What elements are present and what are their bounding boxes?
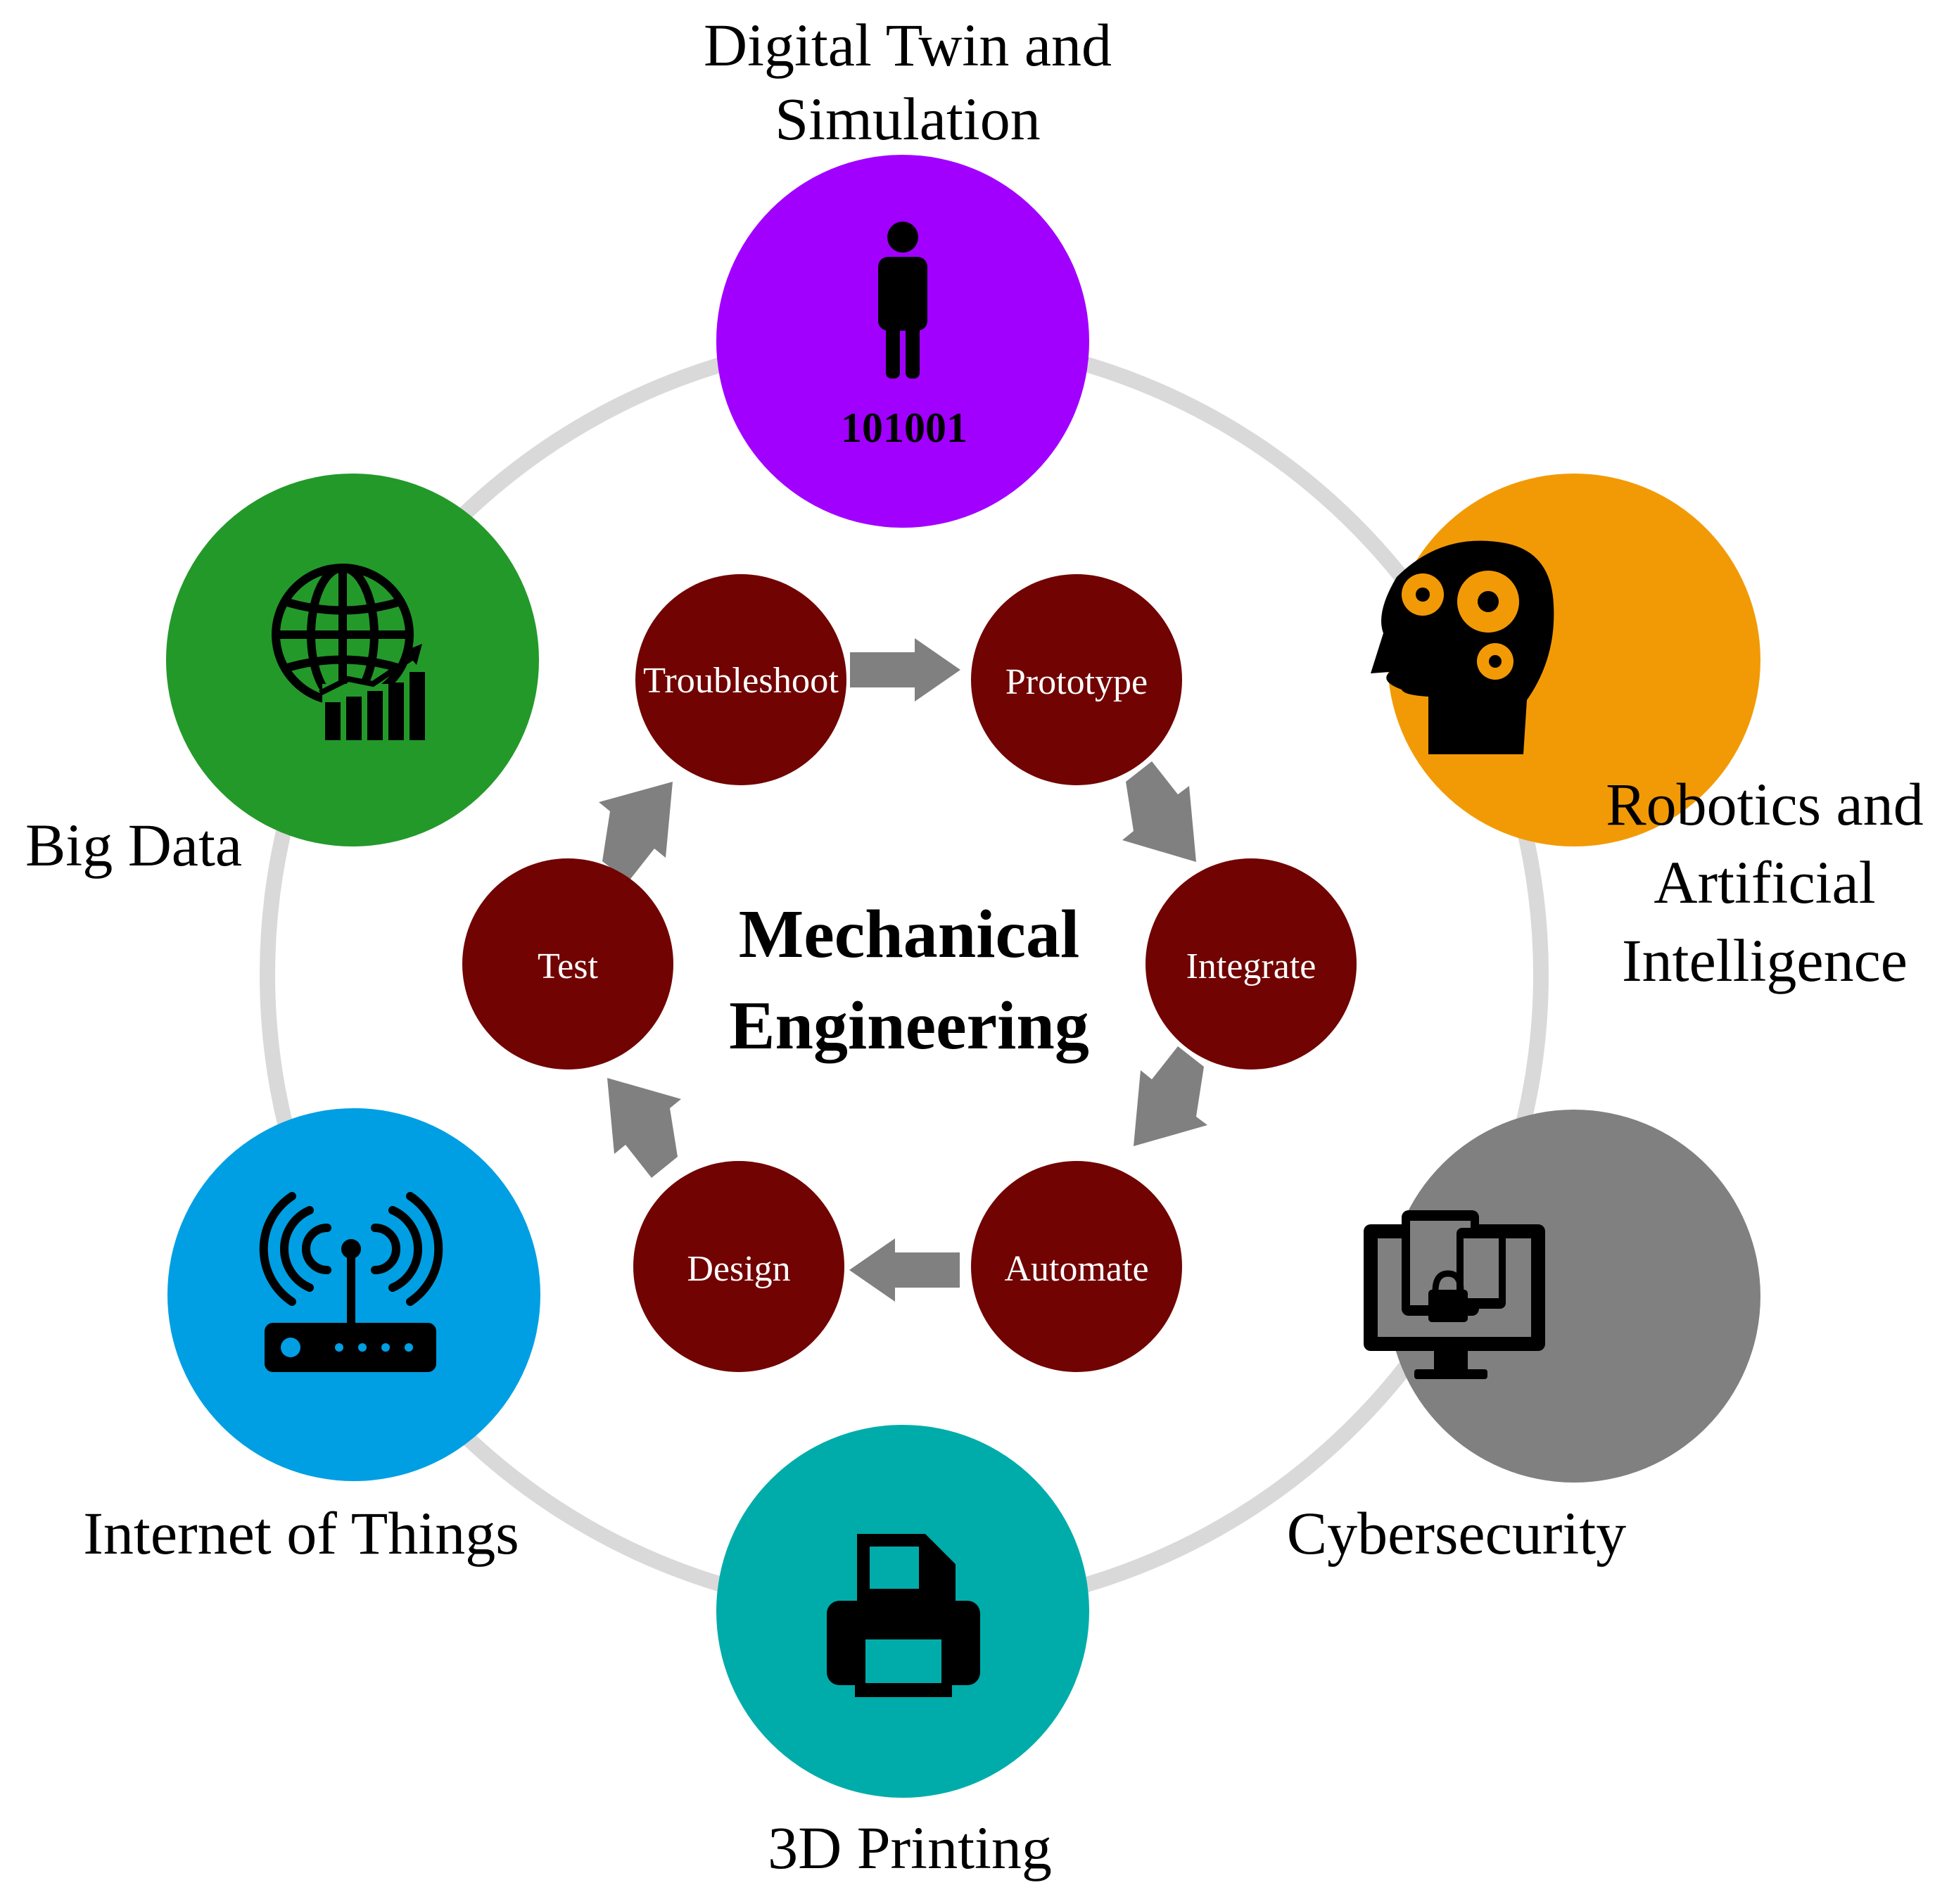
cycle-step-integrate: Integrate	[1145, 858, 1357, 1070]
arrow-design-to-test	[607, 1078, 681, 1178]
cybersecurity-circle	[1388, 1110, 1760, 1483]
step-label-prototype: Prototype	[1005, 662, 1148, 702]
printing-3d-label: 3D Printing	[768, 1814, 1052, 1881]
binary-code-text: 101001	[841, 405, 967, 451]
robotics-ai-node	[1371, 474, 1760, 846]
cycle-arrows	[599, 638, 1207, 1302]
arrow-prototype-to-integrate	[1122, 761, 1196, 862]
cycle-step-automate: Automate	[971, 1161, 1182, 1372]
step-label-test: Test	[538, 946, 598, 986]
digital-twin-node: 101001	[716, 155, 1089, 528]
digital-twin-label-line2: Simulation	[775, 85, 1040, 153]
cycle-step-design: Design	[633, 1161, 844, 1372]
cycle-step-test: Test	[462, 858, 673, 1070]
step-circle	[635, 574, 846, 785]
step-label-automate: Automate	[1004, 1249, 1148, 1289]
printer-icon	[827, 1534, 980, 1697]
big-data-label: Big Data	[25, 811, 242, 879]
device-lock-icon	[1364, 1210, 1545, 1379]
cybersecurity-node	[1364, 1110, 1760, 1483]
step-label-troubleshoot: Troubleshoot	[643, 661, 839, 701]
step-circle	[971, 1161, 1182, 1372]
arrow-automate-to-design	[849, 1238, 960, 1302]
robotics-ai-label-line3: Intelligence	[1622, 927, 1908, 994]
step-circle	[1145, 858, 1357, 1070]
person-icon	[878, 222, 927, 379]
cybersecurity-label: Cybersecurity	[1287, 1499, 1626, 1567]
arrow-troubleshoot-to-prototype	[850, 638, 960, 702]
arrow-test-to-troubleshoot	[599, 782, 673, 882]
step-circle	[971, 574, 1182, 785]
arrow-integrate-to-automate	[1134, 1046, 1207, 1146]
printing-3d-node	[716, 1425, 1089, 1798]
robotics-ai-label-line2: Artificial	[1654, 849, 1875, 916]
step-circle	[462, 858, 673, 1070]
center-title-line2: Engineering	[729, 988, 1089, 1064]
brain-gears-icon	[1371, 540, 1554, 754]
big-data-node	[166, 474, 539, 846]
iot-label: Internet of Things	[83, 1499, 519, 1567]
step-label-design: Design	[687, 1249, 790, 1289]
cycle-step-prototype: Prototype	[971, 574, 1182, 785]
robotics-ai-label-line1: Robotics and	[1606, 770, 1923, 838]
step-circle	[633, 1161, 844, 1372]
router-icon	[259, 1192, 443, 1372]
digital-twin-circle	[716, 155, 1089, 528]
digital-twin-label-line1: Digital Twin and	[704, 11, 1112, 79]
cycle-step-troubleshoot: Troubleshoot	[635, 574, 846, 785]
globe-chart-icon	[272, 564, 426, 740]
step-label-integrate: Integrate	[1186, 946, 1316, 986]
center-title-line1: Mechanical	[739, 896, 1079, 972]
iot-node	[167, 1108, 540, 1481]
